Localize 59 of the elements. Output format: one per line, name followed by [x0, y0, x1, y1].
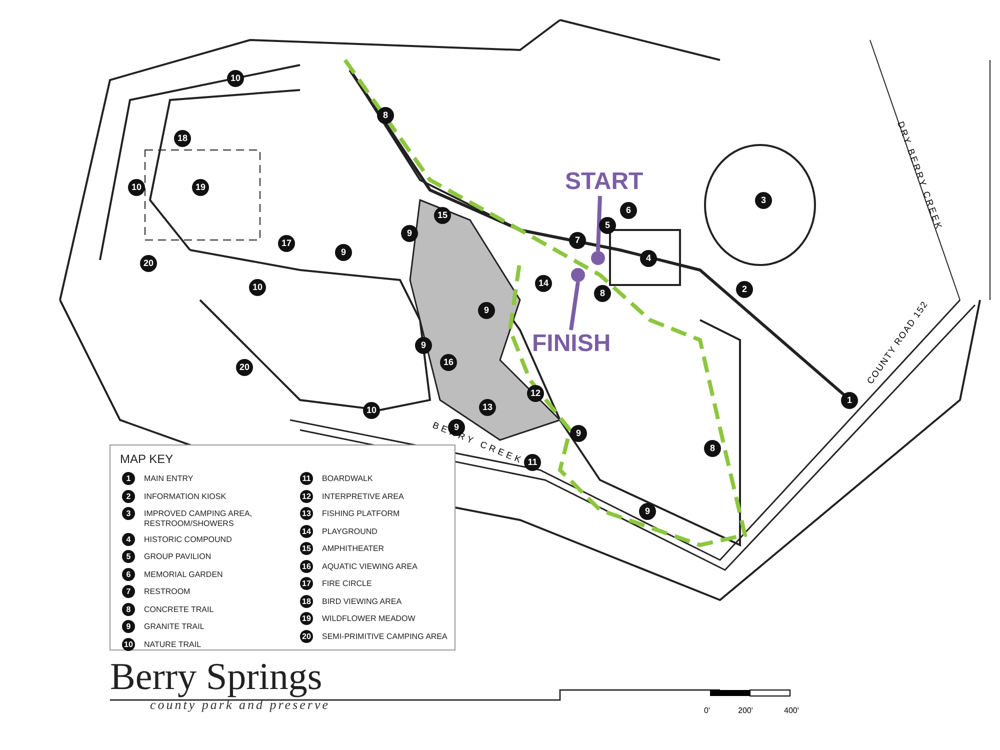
- map-marker: 8: [377, 107, 394, 124]
- map-marker: 5: [599, 217, 616, 234]
- key-entry: MEMORIAL GARDEN: [144, 570, 223, 580]
- scale-label: 400': [784, 706, 799, 715]
- key-entry: BIRD VIEWING AREA: [322, 596, 402, 606]
- leader-line: [596, 196, 602, 252]
- map-marker: 9: [335, 244, 352, 261]
- key-entry: AQUATIC VIEWING AREA: [322, 562, 418, 572]
- map-marker: 11: [524, 454, 541, 471]
- key-entry: CONCRETE TRAIL: [144, 604, 214, 614]
- key-entry: HISTORIC COMPOUND: [144, 534, 232, 544]
- map-marker: 9: [570, 425, 587, 442]
- map-marker: 6: [620, 202, 637, 219]
- map-marker: 12: [527, 385, 544, 402]
- scale-label: 0': [704, 706, 710, 715]
- map-marker: 19: [192, 179, 209, 196]
- key-entry: FISHING PLATFORM: [322, 509, 400, 519]
- key-heading: MAP KEY: [120, 452, 174, 466]
- key-entry: GROUP PAVILION: [144, 552, 212, 562]
- map-marker: 10: [227, 70, 244, 87]
- scale-label: 200': [738, 706, 753, 715]
- key-entry: RESTROOM: [144, 587, 190, 597]
- key-entry: FIRE CIRCLE: [322, 579, 372, 589]
- key-entry: IMPROVED CAMPING AREA, RESTROOM/SHOWERS: [144, 509, 254, 529]
- map-marker: 14: [535, 275, 552, 292]
- map-marker: 8: [594, 285, 611, 302]
- map-marker: 9: [401, 225, 418, 242]
- map-marker: 9: [639, 503, 656, 520]
- map-title: Berry Springs: [110, 655, 322, 699]
- route-label: FINISH: [532, 330, 611, 358]
- map-marker: 10: [363, 402, 380, 419]
- map-marker: 8: [704, 440, 721, 457]
- route-label: START: [565, 168, 644, 196]
- map-marker: 7: [569, 232, 586, 249]
- key-entry: NATURE TRAIL: [144, 640, 202, 650]
- map-marker: 3: [755, 192, 772, 209]
- map-marker: 4: [640, 250, 657, 267]
- leader-line: [569, 282, 580, 330]
- key-entry: AMPHITHEATER: [322, 544, 384, 554]
- map-marker: 20: [140, 255, 157, 272]
- map-marker: 10: [128, 179, 145, 196]
- key-entry: SEMI-PRIMITIVE CAMPING AREA: [322, 632, 448, 642]
- route-point: [571, 268, 585, 282]
- key-entry: GRANITE TRAIL: [144, 622, 204, 632]
- map-subtitle: county park and preserve: [150, 697, 330, 713]
- map-marker: 10: [249, 279, 266, 296]
- key-entry: BOARDWALK: [322, 474, 373, 484]
- map-marker: 1: [841, 392, 858, 409]
- route-point: [591, 251, 605, 265]
- map-marker: 18: [174, 130, 191, 147]
- map-marker: 20: [236, 359, 253, 376]
- key-entry: WILDFLOWER MEADOW: [322, 614, 416, 624]
- map-marker: 9: [415, 337, 432, 354]
- key-entry: INFORMATION KIOSK: [144, 492, 226, 502]
- key-entry: MAIN ENTRY: [144, 474, 194, 484]
- key-entry: INTERPRETIVE AREA: [322, 492, 404, 502]
- key-entry: PLAYGROUND: [322, 526, 378, 536]
- map-marker: 17: [278, 235, 295, 252]
- map-marker: 2: [736, 281, 753, 298]
